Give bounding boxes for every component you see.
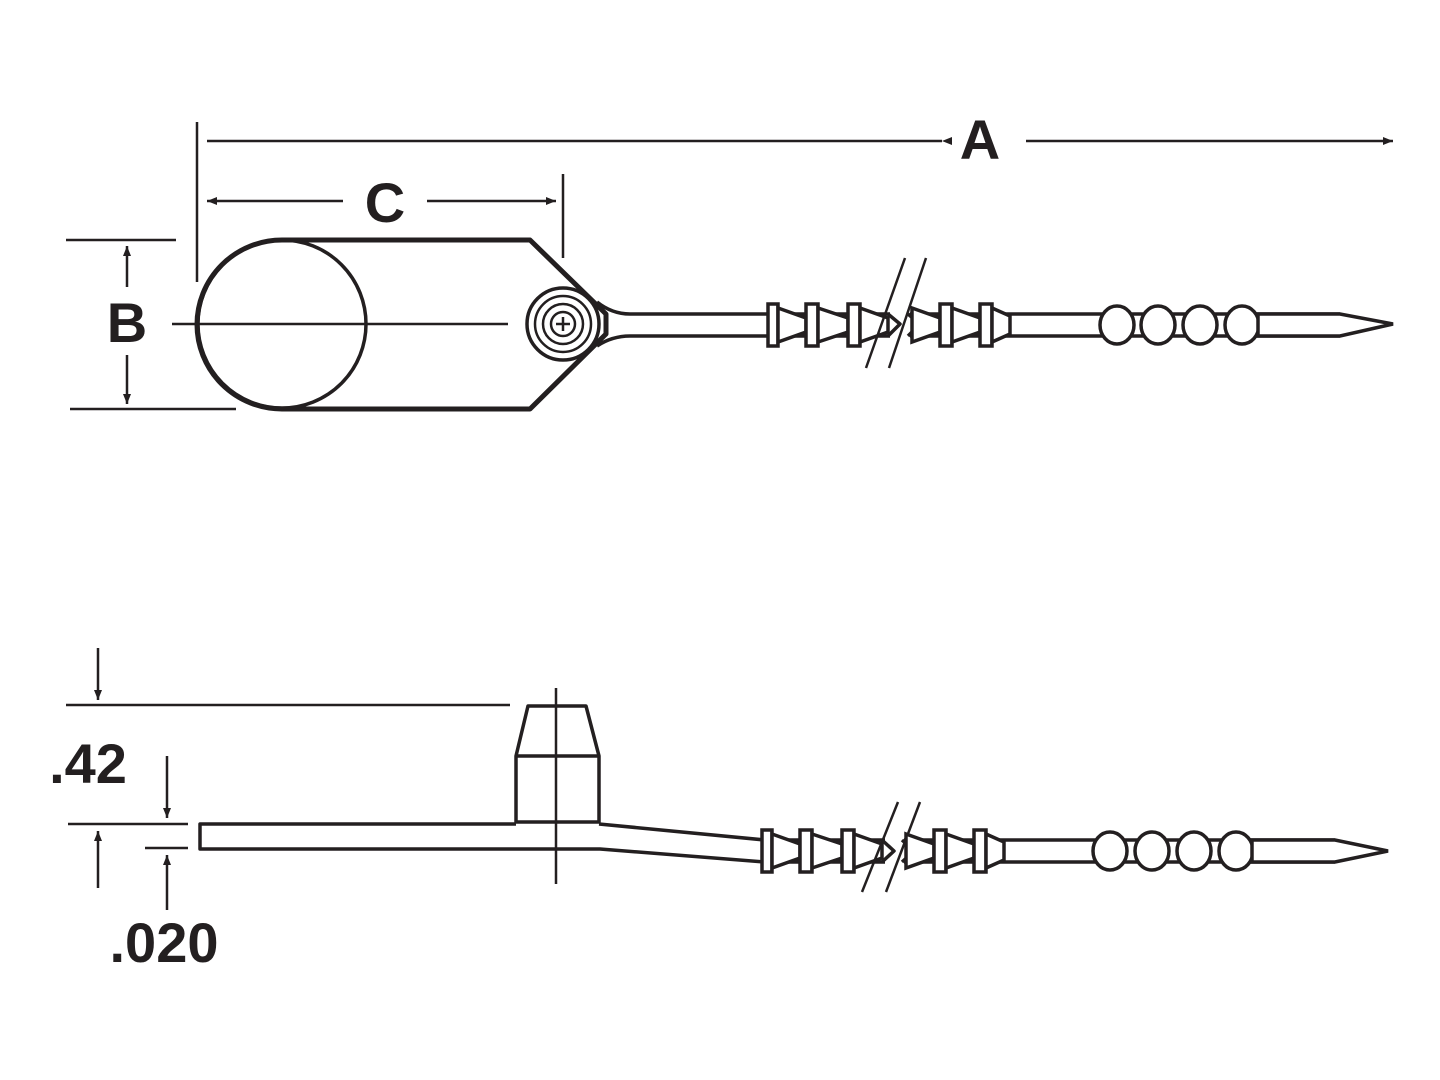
strap-ribs-right (910, 302, 1110, 348)
side-view: .42 .020 (49, 648, 1389, 974)
button-profile (514, 688, 601, 884)
dimension-thickness-label: .020 (110, 911, 219, 974)
dimension-b-label: B (107, 291, 147, 354)
dimension-a-label: A (960, 108, 1000, 171)
top-view: A C B (66, 108, 1394, 412)
dimension-b: B (107, 246, 147, 404)
side-ribs-right (904, 828, 1100, 874)
tag-side-profile (198, 822, 766, 864)
dimension-a: A (207, 108, 1393, 171)
side-ribs-left (760, 828, 885, 874)
strap-neck (595, 300, 772, 348)
lock-button (525, 286, 601, 362)
strap-ribs-left (766, 302, 890, 348)
strap-tip-side (1250, 838, 1389, 864)
dimension-c-label: C (365, 171, 405, 234)
strap-tip-top (1256, 312, 1394, 338)
dimension-c: C (207, 171, 556, 234)
dimension-height-label: .42 (49, 732, 127, 795)
dimension-height: .42 (49, 648, 510, 818)
dimension-thickness: .020 (68, 822, 219, 974)
